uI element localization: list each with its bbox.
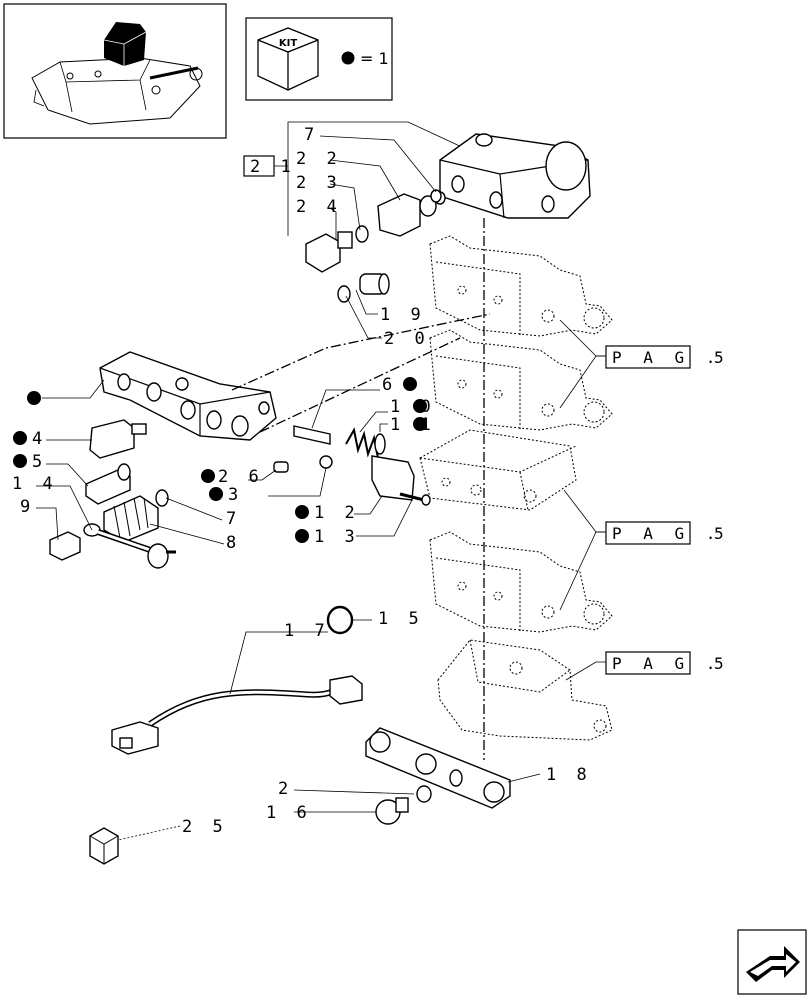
seal-11[interactable] <box>374 433 386 455</box>
fitting-26[interactable] <box>273 461 289 473</box>
pin-6[interactable] <box>293 425 331 445</box>
kit-bullet-icon <box>413 417 427 431</box>
next-page-button[interactable] <box>737 929 807 995</box>
callout-9: 9 <box>20 497 35 517</box>
pag-value: 5 <box>714 524 730 543</box>
kit-bullet-icon <box>13 454 27 468</box>
seal-23[interactable] <box>355 225 369 243</box>
leader-lines <box>36 135 606 841</box>
callout-24: 2 4 <box>296 197 342 217</box>
pag-value: 5 <box>714 348 730 367</box>
callout-25: 2 5 <box>182 817 228 837</box>
kit-bullet-icon <box>295 529 309 543</box>
valve-section-3[interactable] <box>419 429 577 511</box>
kit-legend: KIT = 1 <box>245 17 393 101</box>
callout-22: 2 2 <box>296 149 342 169</box>
kit-bullet-icon <box>403 377 417 391</box>
top-valve-body[interactable] <box>439 133 591 219</box>
kit-cube-icon <box>257 27 319 91</box>
callout-6: 6 <box>382 375 397 395</box>
callout-15: 1 5 <box>378 609 424 629</box>
pag-reference-1[interactable]: P A G . 5 <box>605 345 730 369</box>
kit-bullet-icon <box>413 399 427 413</box>
pag-label: P A G . <box>612 654 721 673</box>
kit-bullet-icon <box>13 431 27 445</box>
solenoid-4[interactable] <box>89 419 147 459</box>
end-cover[interactable] <box>437 639 613 741</box>
reference-box-label: 2 1 <box>250 157 296 177</box>
callout-5: 5 <box>32 452 47 472</box>
plate-12[interactable] <box>371 455 415 501</box>
spring-10[interactable] <box>345 427 379 459</box>
seal-ring-15[interactable] <box>326 605 354 635</box>
kit-bullet-icon <box>27 391 41 405</box>
kit-bullet-icon <box>201 469 215 483</box>
connector-25[interactable] <box>89 827 119 865</box>
seal-3[interactable] <box>319 455 333 469</box>
callout-7-top: 7 <box>304 125 319 145</box>
wiring-harness-17[interactable] <box>111 675 363 755</box>
kit-equals-text: = 1 <box>360 49 389 68</box>
callout-4: 4 <box>32 429 47 449</box>
bracket-18[interactable] <box>365 727 511 809</box>
pag-reference-3[interactable]: P A G . 5 <box>605 651 730 675</box>
pag-value: 5 <box>714 654 730 673</box>
callout-23: 2 3 <box>296 173 342 193</box>
kit-label: KIT <box>279 38 297 49</box>
fitting-19[interactable] <box>359 273 390 295</box>
control-valve-block[interactable] <box>99 351 277 441</box>
lever-14[interactable] <box>83 523 176 569</box>
pag-label: P A G . <box>612 524 721 543</box>
kit-bullet-icon <box>209 487 223 501</box>
bellows-8[interactable] <box>103 489 169 543</box>
pag-reference-2[interactable]: P A G . 5 <box>605 521 730 545</box>
callout-20: 2 0 <box>384 329 430 349</box>
screw-13[interactable] <box>399 492 431 506</box>
connection-line-b <box>259 337 461 433</box>
kit-bullet-icon <box>341 51 355 65</box>
reference-box-21[interactable]: 2 1 <box>243 121 465 236</box>
callout-12: 1 2 <box>314 503 360 523</box>
valve-section-2[interactable] <box>429 329 613 431</box>
tractor-hitch-thumbnail-icon <box>31 22 203 125</box>
seal-7-top[interactable] <box>430 189 442 203</box>
callout-7-mid: 7 <box>226 509 241 529</box>
plug-16[interactable] <box>375 797 409 825</box>
callout-14: 1 4 <box>12 474 58 494</box>
callout-3: 3 <box>228 485 243 505</box>
callout-19: 1 9 <box>380 305 426 325</box>
solenoid-5[interactable] <box>85 463 131 505</box>
kit-bullet-icon <box>295 505 309 519</box>
callout-26: 2 6 <box>218 467 264 487</box>
callout-10: 1 0 <box>390 397 436 417</box>
callout-11: 1 1 <box>390 415 436 435</box>
pag-label: P A G . <box>612 348 721 367</box>
seal-2[interactable] <box>416 785 432 803</box>
next-arrow-icon <box>746 946 800 982</box>
callout-16: 1 6 <box>266 803 312 823</box>
plug-9[interactable] <box>49 531 81 561</box>
callout-13: 1 3 <box>314 527 360 547</box>
callout-2: 2 <box>278 779 293 799</box>
callout-8: 8 <box>226 533 241 553</box>
callout-17: 1 7 <box>284 621 330 641</box>
callout-18: 1 8 <box>546 765 592 785</box>
plug-24[interactable] <box>305 231 353 273</box>
valve-section-4[interactable] <box>429 531 613 633</box>
valve-section-1[interactable] <box>429 235 613 337</box>
overview-thumbnail[interactable] <box>3 3 227 139</box>
